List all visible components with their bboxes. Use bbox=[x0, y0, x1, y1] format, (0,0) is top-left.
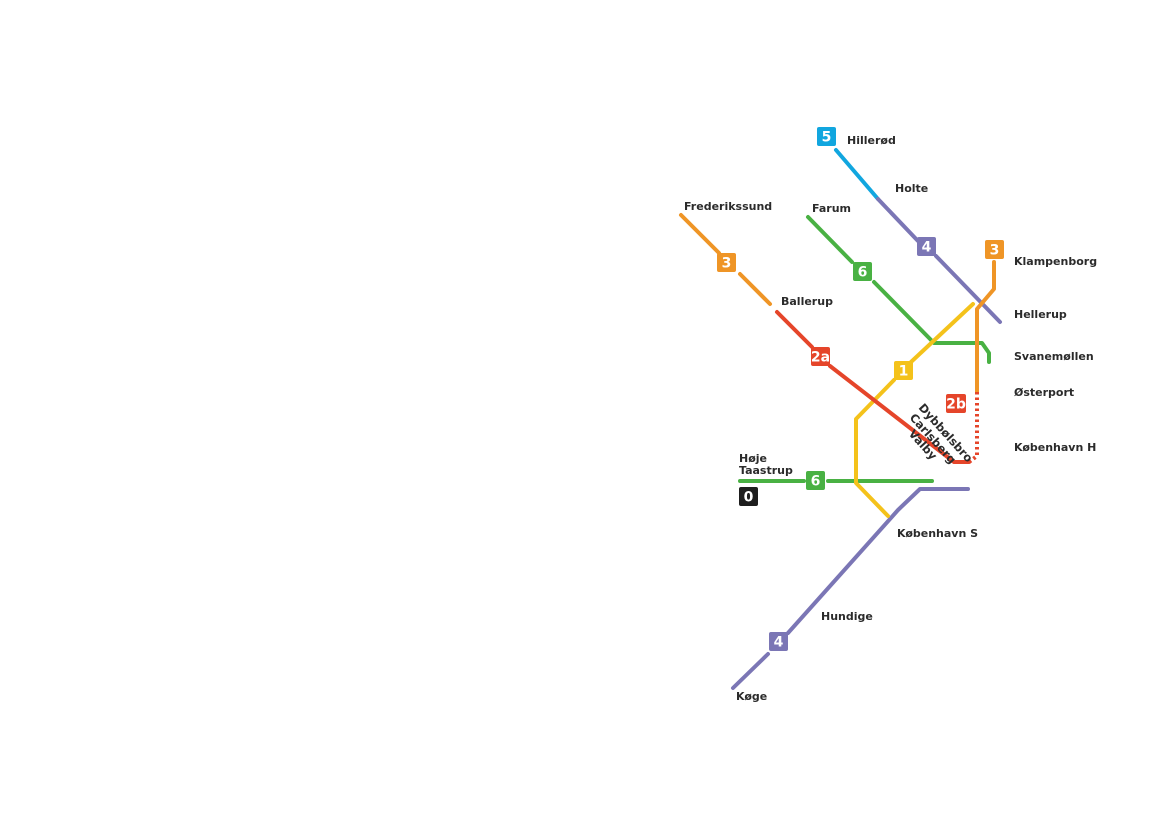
line-2b-badge[interactable]: 2b bbox=[946, 394, 966, 413]
line-4-south-badge-label: 4 bbox=[774, 635, 784, 651]
station-koge[interactable]: Køge bbox=[736, 690, 767, 703]
line-1-badge-label: 1 bbox=[899, 364, 909, 380]
line-0-badge[interactable]: 0 bbox=[739, 487, 758, 506]
line-2a-badge[interactable]: 2a bbox=[811, 347, 830, 366]
line-3-north-path bbox=[975, 260, 996, 394]
station-svanemollen[interactable]: Svanemøllen bbox=[1014, 350, 1094, 363]
line-4-south-path bbox=[786, 487, 970, 635]
station-farum[interactable]: Farum bbox=[812, 202, 851, 215]
line-4-south-path-2 bbox=[731, 652, 770, 690]
line-4-north-badge-label: 4 bbox=[922, 240, 932, 256]
line-1-path bbox=[909, 302, 975, 364]
station-hillerod[interactable]: Hillerød bbox=[847, 134, 896, 147]
station-holte[interactable]: Holte bbox=[895, 182, 928, 195]
line-3-north-badge[interactable]: 3 bbox=[985, 240, 1004, 259]
line-6-west-badge[interactable]: 6 bbox=[806, 471, 825, 490]
line-6-west-badge-label: 6 bbox=[811, 474, 821, 490]
station-klampenborg[interactable]: Klampenborg bbox=[1014, 255, 1097, 268]
line-3-west-badge[interactable]: 3 bbox=[717, 253, 736, 272]
line-2a-path-2 bbox=[828, 364, 971, 464]
station-hellerup[interactable]: Hellerup bbox=[1014, 308, 1067, 321]
station-ballerup[interactable]: Ballerup bbox=[781, 295, 833, 308]
line-3-west-path-2 bbox=[738, 272, 772, 306]
line-5-path bbox=[834, 148, 880, 201]
station-kobenhavn-h[interactable]: København H bbox=[1014, 441, 1096, 454]
station-hoje-taastrup-line2[interactable]: Taastrup bbox=[739, 464, 793, 477]
line-6-farum-path bbox=[806, 215, 854, 264]
line-1-badge[interactable]: 1 bbox=[894, 361, 913, 380]
line-2a-path bbox=[775, 310, 814, 349]
line-5-badge-label: 5 bbox=[822, 130, 832, 146]
line-2b-badge-label: 2b bbox=[946, 397, 966, 413]
line-4-north-badge[interactable]: 4 bbox=[917, 237, 936, 256]
line-4-north-path-2 bbox=[934, 254, 1002, 324]
line-3-west-path bbox=[679, 213, 721, 255]
line-6-farum-badge-label: 6 bbox=[858, 265, 868, 281]
station-osterport[interactable]: Østerport bbox=[1014, 386, 1074, 399]
line-5-badge[interactable]: 5 bbox=[817, 127, 836, 146]
line-2a-badge-label: 2a bbox=[811, 350, 830, 366]
line-6-farum-path-2 bbox=[872, 280, 991, 364]
line-3-north-badge-label: 3 bbox=[990, 243, 1000, 259]
station-hundige[interactable]: Hundige bbox=[821, 610, 873, 623]
station-hoje-taastrup-line1[interactable]: Høje bbox=[739, 452, 767, 465]
line-6-farum-badge[interactable]: 6 bbox=[853, 262, 872, 281]
station-frederikssund[interactable]: Frederikssund bbox=[684, 200, 772, 213]
line-4-south-badge[interactable]: 4 bbox=[769, 632, 788, 651]
station-kobenhavn-s[interactable]: København S bbox=[897, 527, 978, 540]
line-3-west-badge-label: 3 bbox=[722, 256, 732, 272]
line-0-badge-label: 0 bbox=[744, 490, 754, 506]
line-4-north-path bbox=[876, 197, 920, 243]
